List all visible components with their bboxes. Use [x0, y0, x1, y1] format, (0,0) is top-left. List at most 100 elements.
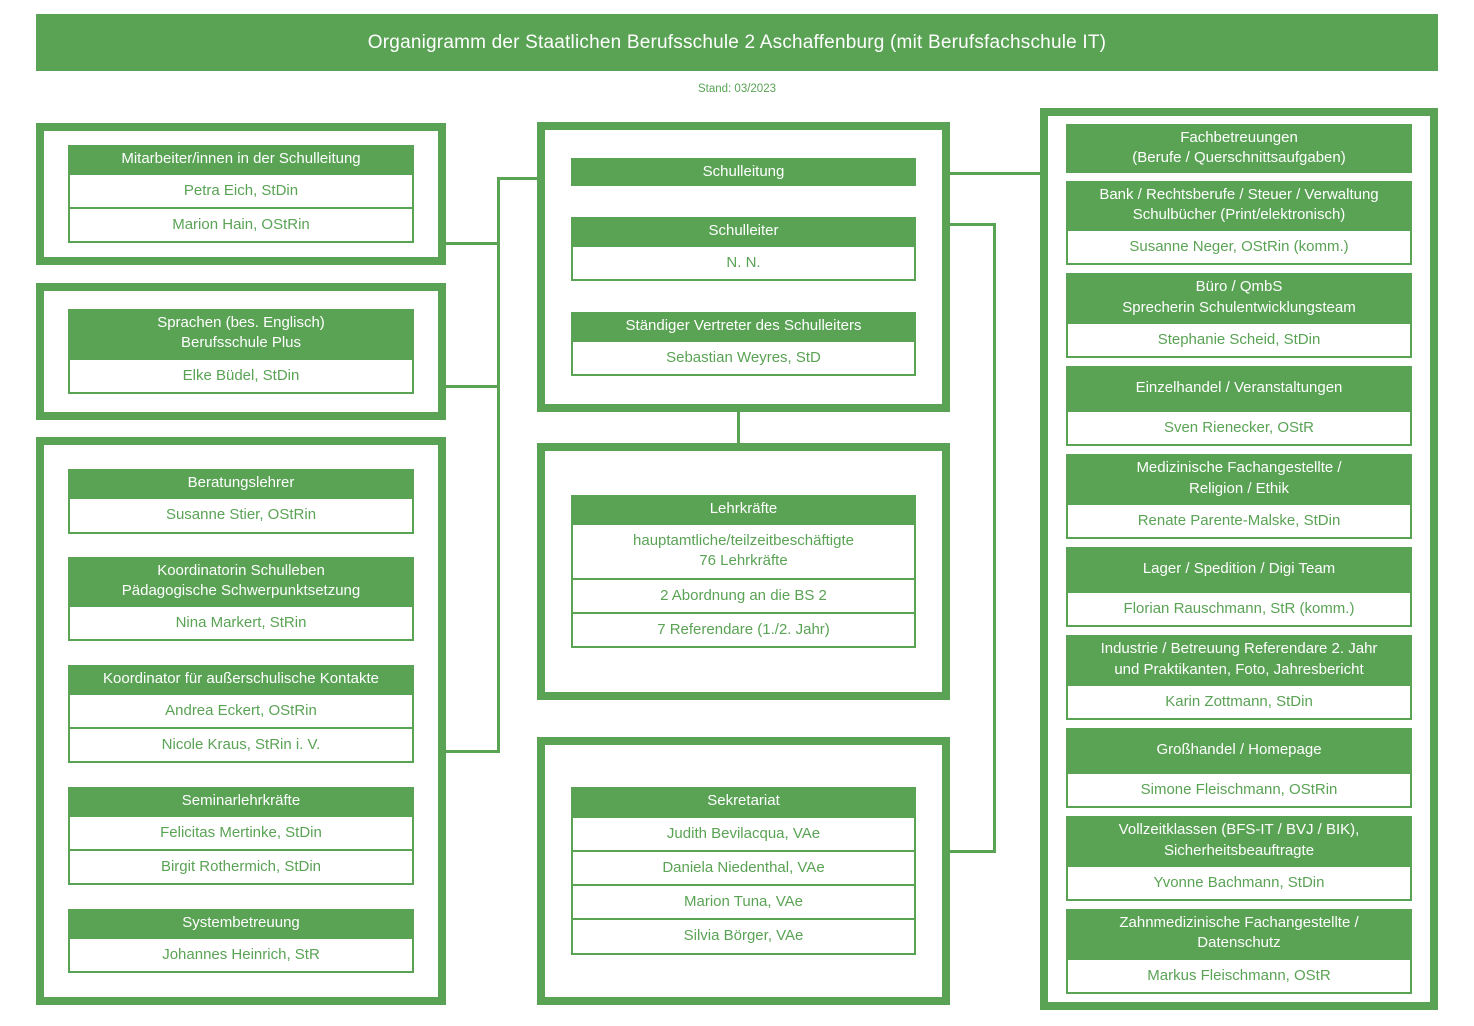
org-unit-header-line: Schulbücher (Print/elektronisch): [1132, 205, 1346, 223]
org-unit-header-line: Sicherheitsbeauftragte: [1163, 841, 1315, 859]
stand-date: Stand: 03/2023: [697, 83, 776, 95]
connector-left-trunk: [497, 177, 500, 753]
org-unit-header-line: Einzelhandel / Veranstaltungen: [1135, 378, 1343, 396]
org-unit: Koordinator für außerschulische Kontakte…: [68, 664, 414, 764]
org-unit-header-line: Datenschutz: [1197, 934, 1281, 952]
member-cell: Marion Hain, OStRin: [68, 207, 414, 244]
org-unit-header-line: Schulleiter: [708, 221, 779, 239]
org-unit: Medizinische Fachangestellte /Religion /…: [1066, 454, 1412, 540]
connector-right-trunk: [993, 223, 996, 853]
org-unit-header-line: Vollzeitklassen (BFS-IT / BVJ / BIK),: [1118, 821, 1360, 839]
org-unit-header: Systembetreuung: [68, 908, 414, 937]
member-cell: Nina Markert, StRin: [68, 605, 414, 642]
org-unit-header: Einzelhandel / Veranstaltungen: [1066, 366, 1412, 411]
org-unit-header-line: Sprachen (bes. Englisch): [157, 314, 325, 332]
org-unit: Schulleitung: [571, 158, 916, 187]
org-unit-header-line: Sprecherin Schulentwicklungsteam: [1122, 298, 1356, 316]
org-unit-header: Medizinische Fachangestellte /Religion /…: [1066, 454, 1412, 503]
org-unit-header-line: Bank / Rechtsberufe / Steuer / Verwaltun…: [1099, 185, 1379, 203]
member-cell: Nicole Kraus, StRin i. V.: [68, 727, 414, 764]
org-unit-header: Fachbetreuungen (Berufe / Querschnittsauf…: [1066, 124, 1412, 173]
org-unit-header-line: Lager / Spedition / Digi Team: [1142, 559, 1336, 577]
member-cell: Stephanie Scheid, StDin: [1066, 321, 1412, 359]
connector-schulleitung-fachbetreuungen: [950, 172, 1040, 175]
org-unit-header: Seminarlehrkräfte: [68, 786, 414, 815]
member-cell: Elke Büdel, StDin: [68, 357, 414, 394]
org-unit-header-line: Berufsschule Plus: [180, 334, 302, 352]
org-unit: Büro / QmbS Sprecherin Schulentwicklungst…: [1066, 273, 1412, 359]
member-cell: Felicitas Mertinke, StDin: [68, 814, 414, 852]
org-unit: Vollzeitklassen (BFS-IT / BVJ / BIK), Sic…: [1066, 816, 1412, 902]
org-unit-header-line: Medizinische Fachangestellte /: [1136, 459, 1342, 477]
connector-branch-sprachen: [446, 385, 497, 388]
member-cell: Susanne Stier, OStRin: [68, 497, 414, 534]
member-cell: 7 Referendare (1./2. Jahr): [571, 611, 916, 649]
member-cell: Markus Fleischmann, OStR: [1066, 957, 1412, 994]
org-unit-header-line: Großhandel / Homepage: [1156, 740, 1322, 758]
org-unit-header-line: (Berufe / Querschnittsaufgaben): [1132, 149, 1346, 167]
org-unit-header: Sekretariat: [571, 787, 916, 816]
member-cell: Yvonne Bachmann, StDin: [1066, 864, 1412, 902]
org-unit-header: Beratungslehrer: [68, 469, 414, 498]
page-title: Organigramm der Staatlichen Berufsschule…: [36, 14, 1438, 71]
connector-branch-mitarbeiter: [446, 242, 497, 245]
member-cell: Andrea Eckert, OStRin: [68, 692, 414, 730]
member-cell: Renate Parente-Malske, StDin: [1066, 502, 1412, 540]
org-unit: Sprachen (bes. Englisch) Berufsschule Plu…: [68, 309, 414, 394]
member-cell: Florian Rauschmann, StR (komm.): [1066, 591, 1412, 628]
org-unit-header: Zahnmedizinische Fachangestellte / Datens…: [1066, 909, 1412, 958]
org-unit-header-line: Fachbetreuungen: [1180, 129, 1298, 146]
org-unit-header-line: Seminarlehrkräfte: [181, 791, 301, 809]
member-cell: Silvia Börger, VAe: [571, 918, 916, 955]
connector-branch-koordination: [446, 750, 497, 753]
org-unit-header-line: Sekretariat: [707, 792, 780, 810]
org-unit-header-line: Lehrkräfte: [709, 499, 778, 517]
connector-schulleitung-left: [500, 177, 537, 180]
org-unit-header: Koordinator für außerschulische Kontakte: [68, 664, 414, 693]
org-unit-header: Bank / Rechtsberufe / Steuer / Verwaltun…: [1066, 180, 1412, 230]
org-unit: Bank / Rechtsberufe / Steuer / Verwaltun…: [1066, 180, 1412, 266]
connector-schulleitung-lehrkraefte: [737, 410, 740, 445]
member-cell: Johannes Heinrich, StR: [68, 936, 414, 973]
org-unit-header-line: Koordinator für außerschulische Kontakte: [103, 669, 379, 687]
org-unit-header: Büro / QmbS Sprecherin Schulentwicklungst…: [1066, 273, 1412, 322]
org-unit-header: Lager / Spedition / Digi Team: [1066, 547, 1412, 592]
org-unit: Zahnmedizinische Fachangestellte / Datens…: [1066, 909, 1412, 994]
org-unit-header: Ständiger Vertreter des Schulleiters: [571, 311, 916, 340]
member-cell: Susanne Neger, OStRin (komm.): [1066, 229, 1412, 266]
org-unit-header-line: Systembetreuung: [182, 913, 300, 931]
org-unit-header-line: Industrie / Betreuung Referendare 2. Jah…: [1100, 640, 1378, 658]
box-sprachen-berufsschule-plus: Sprachen (bes. Englisch) Berufsschule Plu…: [36, 283, 446, 420]
org-unit-header: Mitarbeiter/innen in der Schulleitung: [68, 144, 414, 173]
box-fachbetreuungen: Fachbetreuungen (Berufe / Querschnittsauf…: [1040, 108, 1438, 1010]
connector-branch-sekretariat: [950, 850, 993, 853]
org-unit-header-line: Büro / QmbS: [1195, 278, 1283, 296]
org-unit-header-line: Koordinatorin Schulleben: [157, 561, 325, 579]
org-unit-header-line: Schulleitung: [702, 163, 785, 180]
org-unit: Industrie / Betreuung Referendare 2. Jah…: [1066, 635, 1412, 721]
org-unit-header-line: Ständiger Vertreter des Schulleiters: [625, 316, 862, 334]
org-unit-header: Schulleiter: [571, 216, 916, 245]
member-cell: Karin Zottmann, StDin: [1066, 683, 1412, 721]
member-cell: Petra Eich, StDin: [68, 172, 414, 210]
org-unit-header-line: Zahnmedizinische Fachangestellte /: [1119, 914, 1359, 932]
org-unit-header: Vollzeitklassen (BFS-IT / BVJ / BIK), Sic…: [1066, 816, 1412, 865]
org-unit-header-line: und Praktikanten, Foto, Jahresbericht: [1114, 660, 1364, 678]
org-unit-header: Schulleitung: [571, 158, 916, 187]
